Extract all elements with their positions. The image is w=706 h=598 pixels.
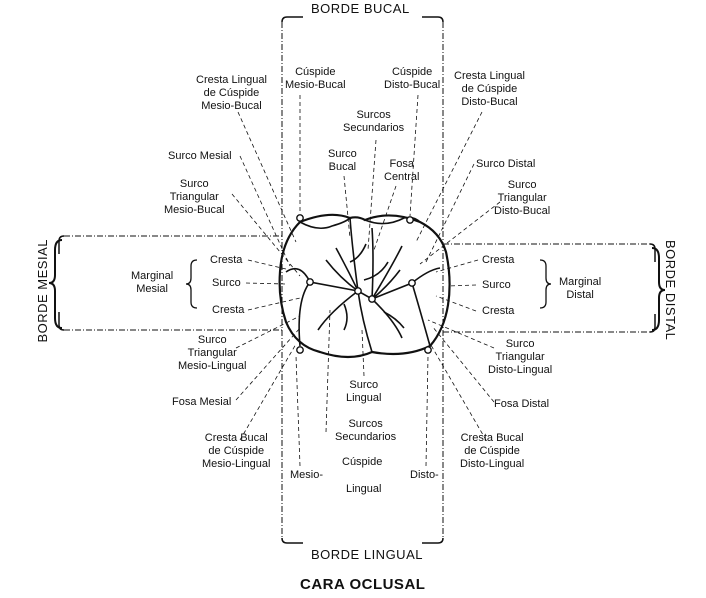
label-fosa-mesial: Fosa Mesial xyxy=(172,396,232,408)
label-distal-surco: Surco xyxy=(482,279,511,291)
page-title: CARA OCLUSAL xyxy=(300,576,426,593)
vertical-frame xyxy=(281,22,444,538)
distal-brace xyxy=(651,247,666,331)
label-surco-mesial: Surco Mesial xyxy=(168,150,232,162)
label-borde-bucal: BORDE BUCAL xyxy=(311,1,410,16)
label-borde-lingual: BORDE LINGUAL xyxy=(311,547,423,562)
label-borde-distal: BORDE DISTAL xyxy=(663,240,678,341)
leader-lines xyxy=(231,94,501,467)
frame-lines xyxy=(64,22,650,538)
tooth-grooves xyxy=(285,216,441,353)
mesial-brace xyxy=(48,239,63,329)
label-mesial-surco: Surco xyxy=(212,277,241,289)
label-mesio: Mesio- xyxy=(290,469,324,481)
tooth-outline xyxy=(278,213,451,359)
label-fosa-distal: Fosa Distal xyxy=(494,398,550,410)
label-distal-cresta-top: Cresta xyxy=(482,254,515,266)
label-lingual: Lingual xyxy=(346,483,382,495)
label-distal-cresta-bottom: Cresta xyxy=(482,305,515,317)
distal-small-brace xyxy=(539,259,552,309)
label-cuspide-bottom: Cúspide xyxy=(342,456,383,468)
frame-caps xyxy=(58,16,656,544)
cusp-points xyxy=(296,214,432,354)
mesial-small-brace xyxy=(185,259,198,309)
label-disto: Disto- xyxy=(410,469,439,481)
label-surco-distal: Surco Distal xyxy=(476,158,536,170)
label-mesial-cresta-top: Cresta xyxy=(210,254,243,266)
label-mesial-cresta-bottom: Cresta xyxy=(212,304,245,316)
label-borde-mesial: BORDE MESIAL xyxy=(35,239,50,343)
